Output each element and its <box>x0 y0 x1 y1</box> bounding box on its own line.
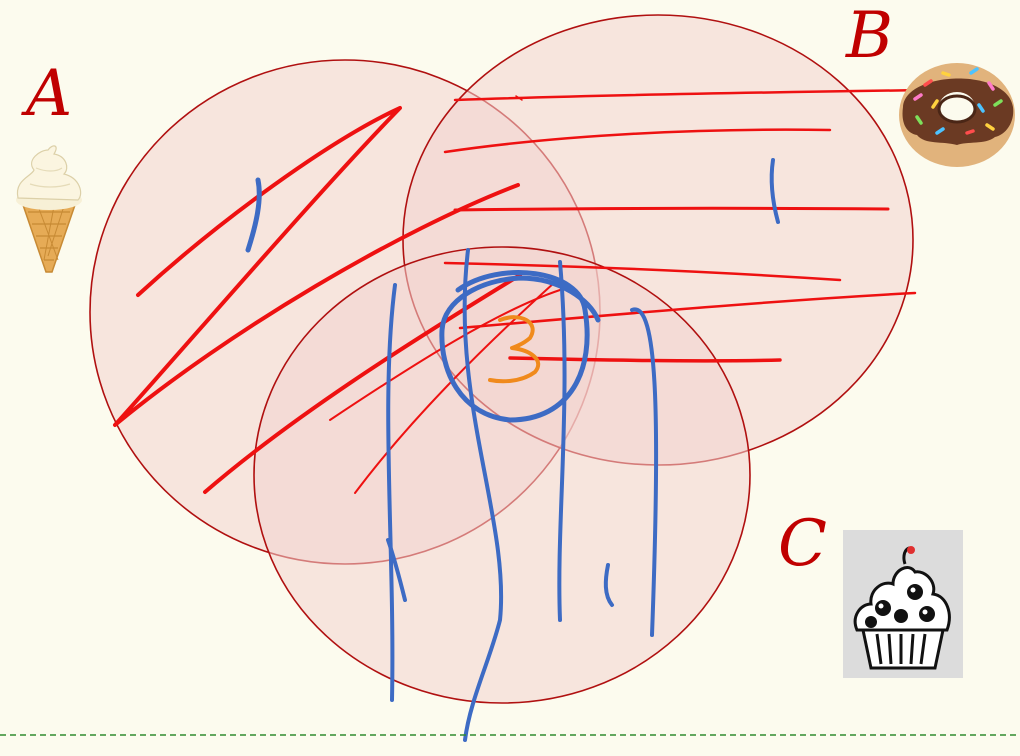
set-label-c: C <box>778 512 827 576</box>
set-label-a: A <box>26 62 72 126</box>
ice-cream-icon <box>8 140 90 275</box>
set-label-b: B <box>846 4 893 68</box>
cupcake-icon <box>843 530 963 678</box>
donut-icon <box>895 45 1020 173</box>
